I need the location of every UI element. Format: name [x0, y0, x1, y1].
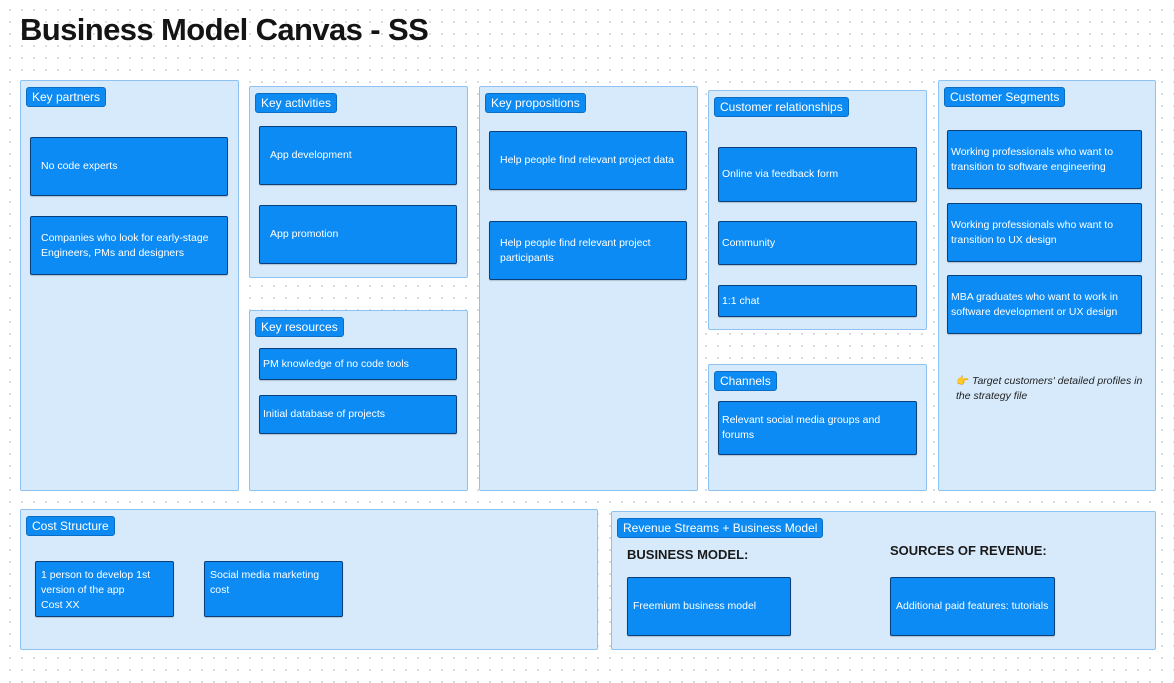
key-resources-label: Key resources [255, 317, 344, 337]
key-activities-label: Key activities [255, 93, 338, 113]
sticky-note-software-engineering[interactable]: Working professionals who want to transi… [947, 130, 1142, 189]
sticky-note-community[interactable]: Community [718, 221, 917, 265]
sticky-note-initial-database[interactable]: Initial database of projects [259, 395, 457, 434]
cost-structure-label: Cost Structure [26, 516, 115, 536]
pointing-hand-icon: 👉 [956, 375, 970, 387]
cost-note-line-1: 1 person to develop 1st [41, 569, 151, 581]
sticky-note-project-participants[interactable]: Help people find relevant project partic… [489, 221, 687, 280]
sticky-note-freemium[interactable]: Freemium business model [627, 577, 791, 636]
revenue-streams-label: Revenue Streams + Business Model [617, 518, 824, 538]
sticky-note-no-code-experts[interactable]: No code experts [30, 137, 228, 196]
target-customers-hint-text: Target customers' detailed profiles in t… [956, 375, 1143, 402]
key-partners-label: Key partners [26, 87, 107, 107]
business-model-heading: BUSINESS MODEL: [627, 547, 749, 562]
sources-of-revenue-heading: SOURCES OF REVENUE: [890, 543, 1047, 558]
sticky-note-companies[interactable]: Companies who look for early-stage Engin… [30, 216, 228, 275]
cost-note-line-2: version of the app [41, 584, 125, 596]
sticky-note-feedback-form[interactable]: Online via feedback form [718, 147, 917, 202]
sticky-note-pm-knowledge[interactable]: PM knowledge of no code tools [259, 348, 457, 380]
cost-note-line-3: Cost XX [41, 599, 80, 611]
sticky-note-social-media-marketing-cost[interactable]: Social media marketing cost [204, 561, 343, 617]
sticky-note-paid-features[interactable]: Additional paid features: tutorials [890, 577, 1055, 636]
sticky-note-develop-first-version[interactable]: 1 person to develop 1st version of the a… [35, 561, 174, 617]
sticky-note-app-development[interactable]: App development [259, 126, 457, 185]
sticky-note-social-media-groups[interactable]: Relevant social media groups and forums [718, 401, 917, 455]
target-customers-hint: 👉 Target customers' detailed profiles in… [956, 374, 1146, 404]
sticky-note-project-data[interactable]: Help people find relevant project data [489, 131, 687, 190]
sticky-note-mba-graduates[interactable]: MBA graduates who want to work in softwa… [947, 275, 1142, 334]
sticky-note-1-1-chat[interactable]: 1:1 chat [718, 285, 917, 317]
key-propositions-label: Key propositions [485, 93, 586, 113]
sticky-note-app-promotion[interactable]: App promotion [259, 205, 457, 264]
channels-label: Channels [714, 371, 777, 391]
customer-segments-label: Customer Segments [944, 87, 1066, 107]
customer-relationships-label: Customer relationships [714, 97, 849, 117]
sticky-note-ux-design[interactable]: Working professionals who want to transi… [947, 203, 1142, 262]
page-title: Business Model Canvas - SS [20, 12, 429, 47]
